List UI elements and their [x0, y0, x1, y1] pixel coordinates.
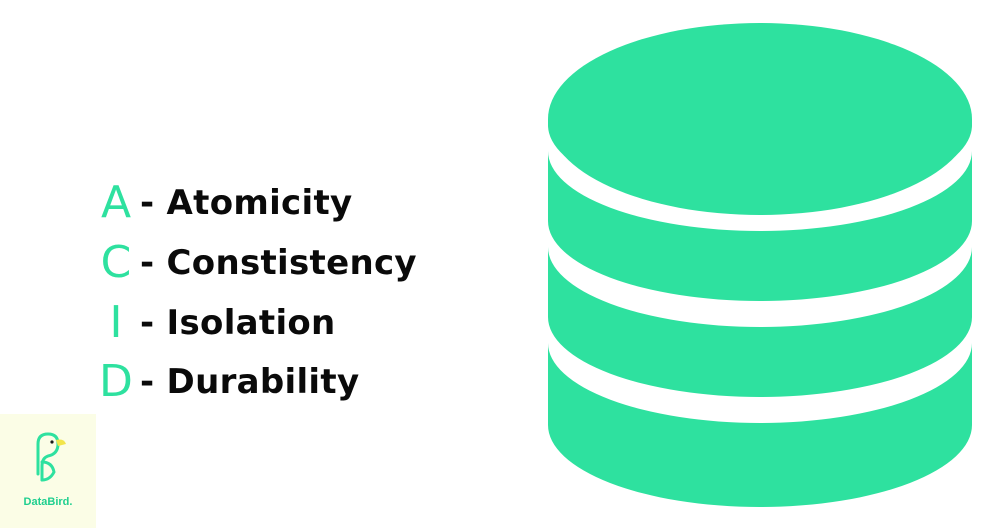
- acid-term-isolation: - Isolation: [140, 303, 336, 343]
- database-layer-bottom: [548, 343, 972, 507]
- acid-term-durability: - Durability: [140, 362, 360, 402]
- acid-letter-d: D: [99, 356, 133, 407]
- acid-term-consistency: - Constistency: [140, 243, 417, 283]
- acid-row-isolation: I - Isolation: [92, 298, 336, 348]
- acid-row-atomicity: A - Atomicity: [92, 178, 352, 228]
- acid-list: A - Atomicity C - Constistency I - Isola…: [92, 178, 417, 407]
- database-lid: [548, 23, 972, 215]
- acid-letter-i: I: [109, 297, 123, 348]
- acid-row-durability: D - Durability: [92, 357, 359, 407]
- database-layer-third: [548, 247, 972, 397]
- acid-term-atomicity: - Atomicity: [140, 183, 353, 223]
- database-cylinder-icon: [548, 23, 972, 507]
- databird-bird-icon: [36, 432, 66, 482]
- database-layer-second: [548, 151, 972, 301]
- acid-letter-a: A: [100, 177, 132, 228]
- acid-letter-c: C: [100, 237, 132, 288]
- acid-row-consistency: C - Constistency: [92, 238, 417, 288]
- databird-logo: DataBird.: [0, 414, 96, 528]
- databird-logo-text: DataBird.: [23, 496, 73, 508]
